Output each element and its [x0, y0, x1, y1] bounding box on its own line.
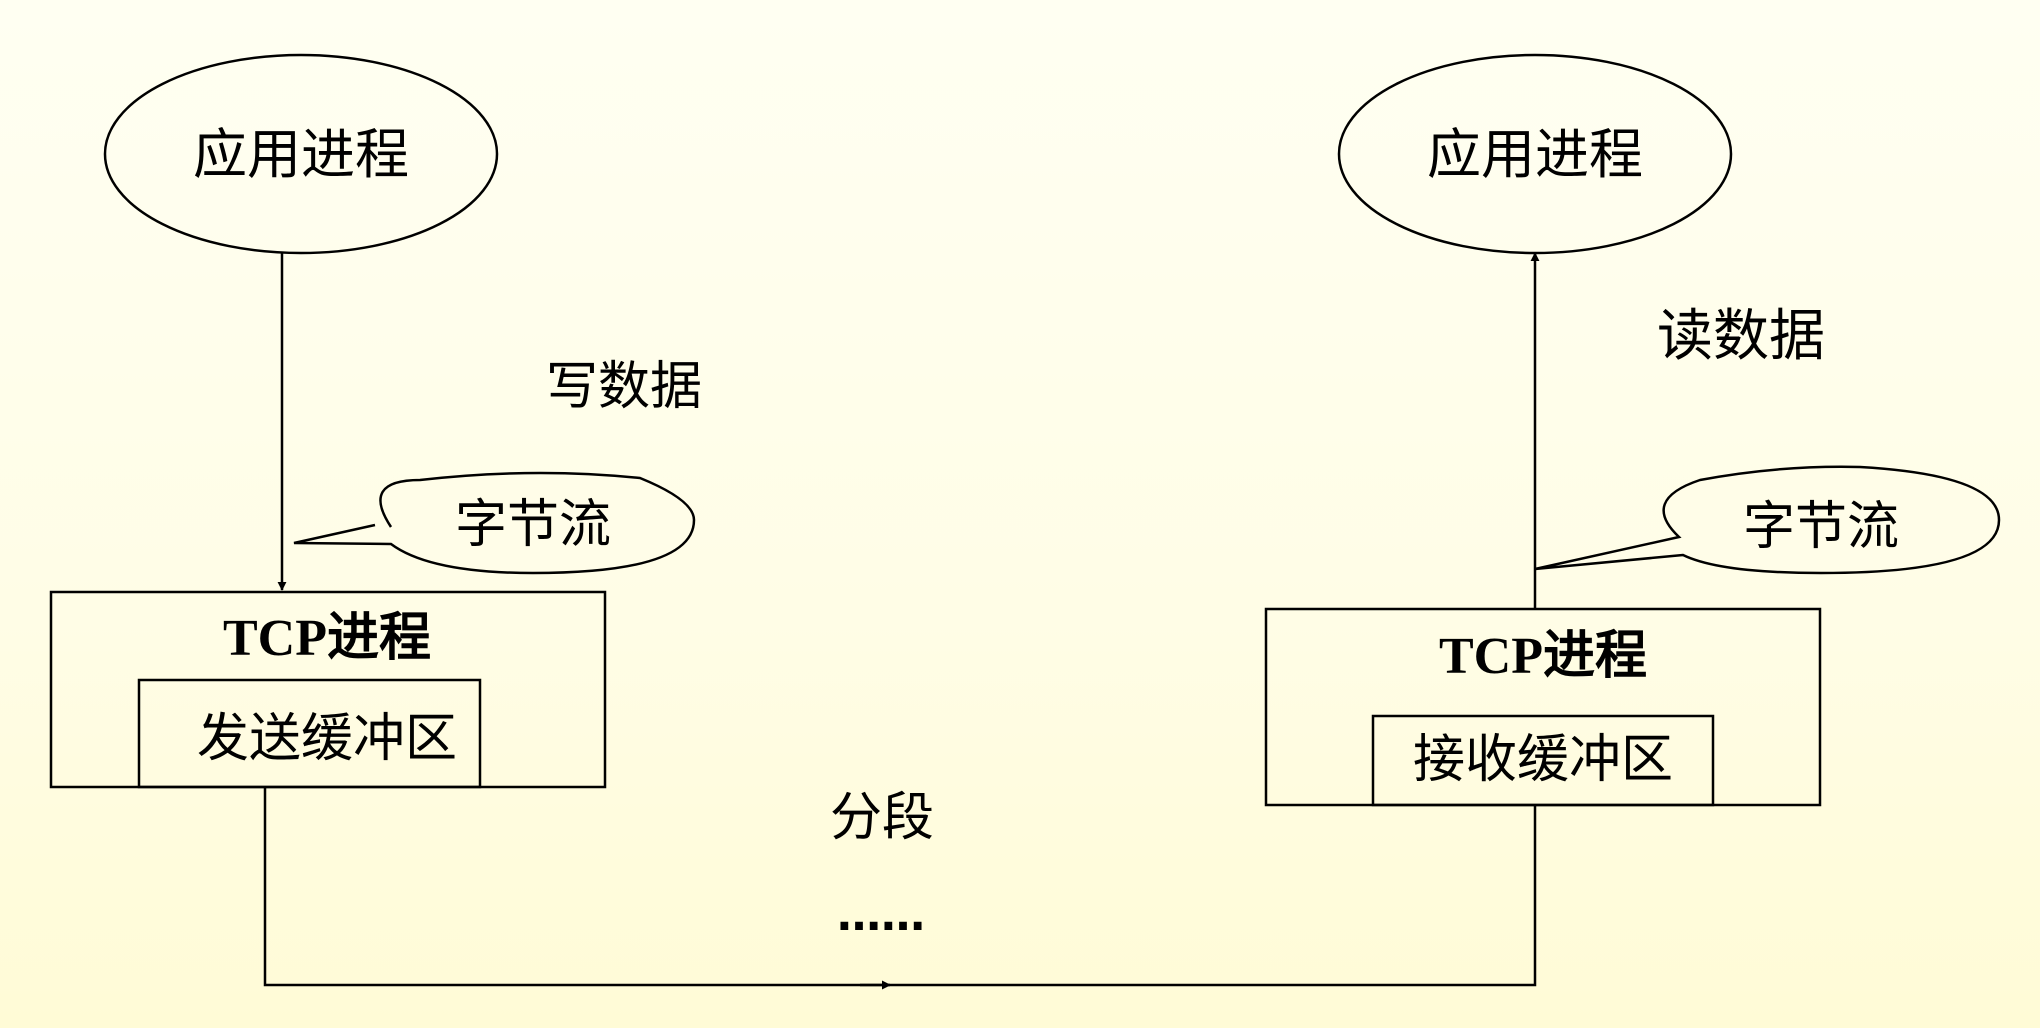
receiver-bytestream-label: 字节流 [1743, 497, 1899, 557]
ellipsis-label: …… [837, 890, 925, 941]
send-buffer-label: 发送缓冲区 [197, 709, 457, 769]
segment-path [263, 787, 1537, 987]
receiver-app-label: 应用进程 [1427, 123, 1643, 186]
sender-tcp-label: TCP进程 [223, 610, 431, 667]
read-data-label: 读数据 [1657, 304, 1825, 369]
sender-app-label: 应用进程 [193, 123, 409, 186]
segment-label: 分段 [830, 788, 934, 848]
send-buffer-box [137, 678, 482, 789]
receive-buffer-label: 接收缓冲区 [1413, 730, 1673, 790]
receiver-tcp-label: TCP进程 [1439, 628, 1647, 685]
sender-app-ellipse [103, 53, 499, 255]
receive-buffer-box [1371, 714, 1715, 807]
write-data-label: 写数据 [546, 357, 702, 417]
sender-bytestream-callout [293, 471, 696, 575]
sender-bytestream-label: 字节流 [455, 495, 611, 555]
receiver-bytestream-callout [1534, 465, 2001, 575]
